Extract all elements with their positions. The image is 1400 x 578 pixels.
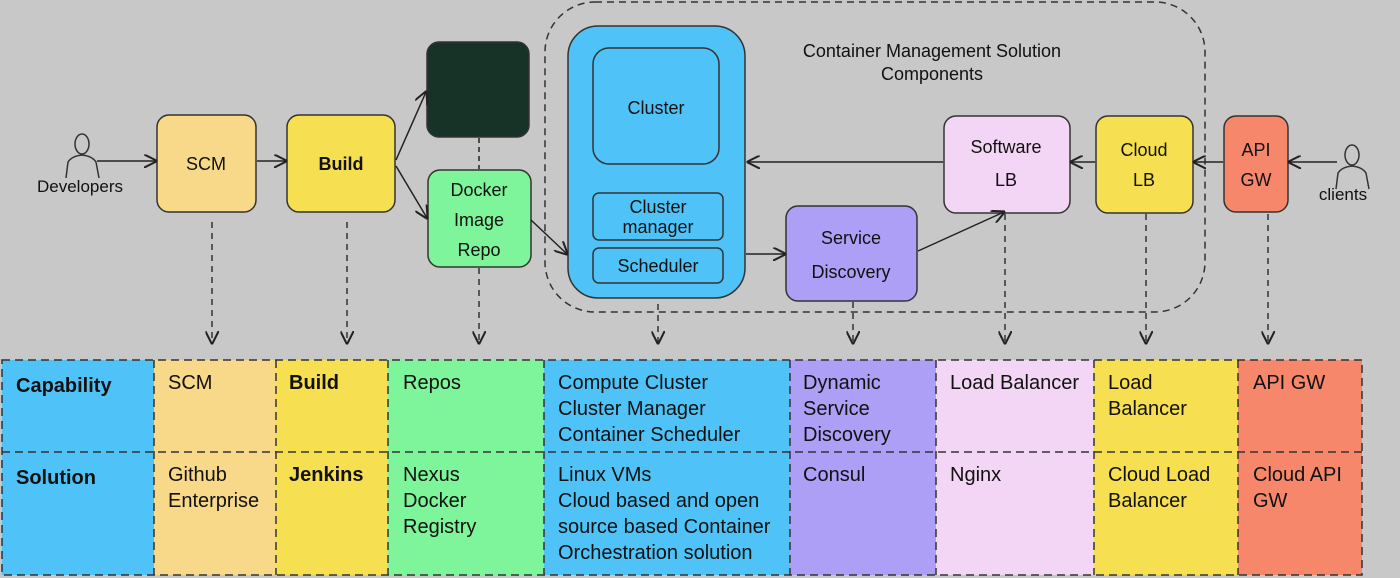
arrow-build-to-docker-repo bbox=[395, 165, 427, 218]
arrow-build-to-registry bbox=[395, 92, 426, 161]
scheduler-label: Scheduler bbox=[617, 256, 698, 276]
capability-scm-line-1: SCM bbox=[168, 372, 212, 394]
cloud-lb-label: LB bbox=[1133, 170, 1155, 190]
solution-repos-line-1: Nexus bbox=[403, 464, 460, 486]
api-label: API bbox=[1241, 140, 1270, 160]
solution-scm-line-1: Github bbox=[168, 464, 227, 486]
artifact-registry-node bbox=[426, 41, 530, 138]
service-label: Service bbox=[821, 228, 881, 248]
capability-discovery-line-1: Dynamic bbox=[803, 372, 881, 394]
solution-repos-line-3: Registry bbox=[403, 516, 476, 538]
capability-table: Capability Solution SCM Build Repos Compute… bbox=[1, 359, 1363, 576]
api-gw-node bbox=[1223, 115, 1289, 213]
clients-label: clients bbox=[1319, 185, 1367, 204]
load-balancer-column-bg bbox=[936, 360, 1094, 575]
docker-label: Docker bbox=[450, 180, 507, 200]
arrow-discovery-to-software-lb bbox=[917, 212, 1004, 252]
cloud-label: Cloud bbox=[1120, 140, 1167, 160]
solution-compute-line-3: source based Container bbox=[558, 516, 771, 538]
service-discovery-node bbox=[785, 205, 918, 302]
build-column-bg bbox=[276, 360, 388, 575]
image-label: Image bbox=[454, 210, 504, 230]
capability-repos-line-1: Repos bbox=[403, 372, 461, 394]
scm-node-label: SCM bbox=[186, 154, 226, 174]
scm-column-bg bbox=[154, 360, 276, 575]
solution-build-line-1: Jenkins bbox=[289, 464, 363, 486]
client-person-icon bbox=[1335, 144, 1370, 190]
developers-label: Developers bbox=[37, 177, 123, 196]
capability-discovery-line-3: Discovery bbox=[803, 424, 891, 446]
solution-compute-line-2: Cloud based and open bbox=[558, 490, 759, 512]
capability-api-gw-line-1: API GW bbox=[1253, 372, 1325, 394]
capability-compute-line-1: Compute Cluster bbox=[558, 372, 708, 394]
software-lb-node bbox=[943, 115, 1071, 214]
cluster-manager-label-line1: Cluster bbox=[629, 197, 686, 217]
container-management-boundary bbox=[544, 1, 1206, 313]
solution-load-balancer-line-1: Nginx bbox=[950, 464, 1001, 486]
solution-repos-line-2: Docker bbox=[403, 490, 467, 512]
capability-load-balancer-line-1: Load Balancer bbox=[950, 372, 1079, 394]
capability-discovery-line-2: Service bbox=[803, 398, 870, 420]
capability-compute-line-2: Cluster Manager bbox=[558, 398, 706, 420]
compute-column-bg bbox=[544, 360, 790, 575]
cloud-lb-column-bg bbox=[1094, 360, 1238, 575]
cluster-label: Cluster bbox=[627, 98, 684, 118]
discovery-label: Discovery bbox=[811, 262, 890, 282]
gw-label: GW bbox=[1241, 170, 1272, 190]
api-gw-column-bg bbox=[1238, 360, 1362, 575]
scheduler-box bbox=[592, 247, 724, 284]
capability-compute-line-3: Container Scheduler bbox=[558, 424, 741, 446]
solution-cloud-lb-line-2: Balancer bbox=[1108, 490, 1187, 512]
solution-cloud-lb-line-1: Cloud Load bbox=[1108, 464, 1210, 486]
solution-row-header: Solution bbox=[16, 467, 96, 489]
solution-api-gw-line-1: Cloud API bbox=[1253, 464, 1342, 486]
capability-cloud-lb-line-2: Balancer bbox=[1108, 398, 1187, 420]
software-label: Software bbox=[970, 137, 1041, 157]
repos-column-bg bbox=[388, 360, 544, 575]
software-lb-label: LB bbox=[995, 170, 1017, 190]
solution-compute-line-1: Linux VMs bbox=[558, 464, 651, 486]
header-column-bg bbox=[2, 360, 154, 575]
container-management-title: Container Management Solution bbox=[803, 41, 1061, 61]
capability-row-header: Capability bbox=[16, 375, 112, 397]
cluster-box bbox=[592, 47, 720, 165]
repo-label: Repo bbox=[457, 240, 500, 260]
solution-api-gw-line-2: GW bbox=[1253, 490, 1288, 512]
cluster-manager-label-line2: manager bbox=[622, 217, 693, 237]
build-node-label: Build bbox=[319, 154, 364, 174]
solution-scm-line-2: Enterprise bbox=[168, 490, 259, 512]
container-management-subtitle: Components bbox=[881, 64, 983, 84]
arrow-docker-repo-to-cluster bbox=[530, 219, 567, 254]
cluster-manager-box bbox=[592, 192, 724, 241]
solution-discovery-line-1: Consul bbox=[803, 464, 865, 486]
flow-arrows bbox=[97, 92, 1337, 254]
developer-person-icon bbox=[65, 133, 100, 179]
capability-cloud-lb-line-1: Load bbox=[1108, 372, 1153, 394]
cloud-lb-node bbox=[1095, 115, 1194, 214]
discovery-column-bg bbox=[790, 360, 936, 575]
solution-compute-line-4: Orchestration solution bbox=[558, 542, 753, 564]
mapping-arrows bbox=[212, 214, 1268, 343]
capability-build-line-1: Build bbox=[289, 372, 339, 394]
